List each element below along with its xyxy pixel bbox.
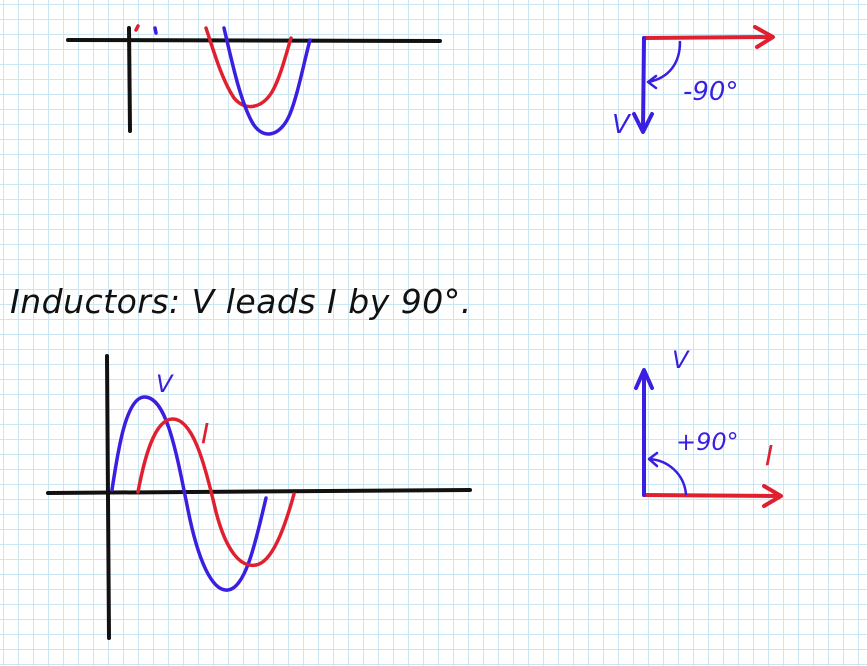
top-waveform-graph bbox=[66, 24, 442, 136]
bottom-voltage-phasor-label: V bbox=[672, 346, 690, 374]
bottom-amplitude-axis bbox=[105, 354, 111, 640]
bottom-current-wave bbox=[136, 417, 296, 567]
bottom-wave-voltage-label: V bbox=[156, 370, 174, 398]
bottom-phasor-diagram: +90° V I bbox=[634, 346, 783, 508]
bottom-angle-arc bbox=[647, 451, 688, 496]
top-angle-arc bbox=[646, 40, 682, 90]
bottom-current-phasor-label: I bbox=[765, 439, 773, 472]
bottom-wave-current-label: I bbox=[201, 417, 209, 450]
top-current-phasor bbox=[642, 25, 775, 49]
top-time-axis bbox=[66, 38, 442, 43]
top-phasor-diagram: -90° V bbox=[612, 25, 775, 140]
top-angle-label: -90° bbox=[683, 77, 738, 107]
inductor-heading: Inductors: V leads I by 90°. bbox=[10, 282, 472, 321]
bottom-voltage-wave bbox=[110, 395, 268, 592]
bottom-time-axis bbox=[46, 488, 472, 495]
top-amplitude-axis bbox=[127, 26, 132, 133]
top-current-wave bbox=[134, 24, 293, 109]
bottom-voltage-phasor bbox=[634, 368, 654, 497]
top-voltage-phasor bbox=[632, 36, 654, 134]
bottom-current-phasor bbox=[642, 484, 783, 508]
top-voltage-wave bbox=[153, 26, 312, 136]
bottom-angle-label: +90° bbox=[676, 428, 739, 456]
bottom-waveform-graph: V I bbox=[46, 354, 472, 640]
top-voltage-phasor-label: V bbox=[612, 110, 632, 140]
